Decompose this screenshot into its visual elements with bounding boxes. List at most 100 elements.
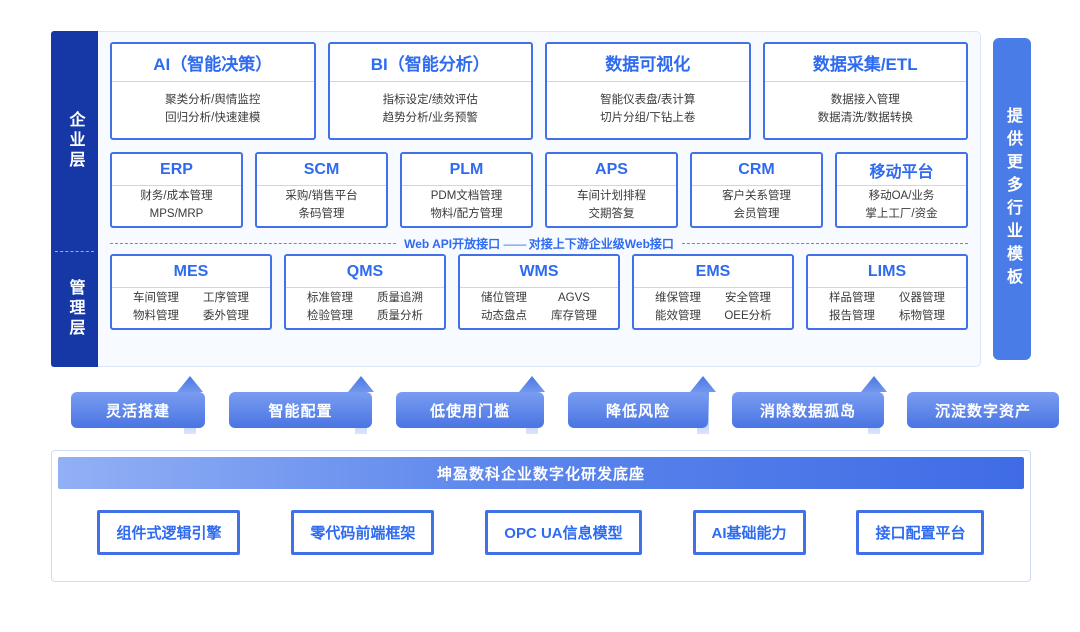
module-line: 切片分组/下钻上卷 [600,112,696,124]
module-card-data-collection-etl[interactable]: 数据采集/ETL 数据接入管理 数据清洗/数据转换 [762,42,968,140]
module-body: 采购/销售平台 条码管理 [257,186,386,226]
base-chip-api-config-platform[interactable]: 接口配置平台 [856,509,985,555]
module-card-qms[interactable]: QMS 标准管理 质量追溯 检验管理 质量分析 [284,254,446,330]
module-item: 能效管理 [655,310,701,322]
web-api-separator: —— [503,236,526,251]
base-chip-zero-code-frontend[interactable]: 零代码前端框架 [291,509,435,555]
module-line: 客户关系管理 [722,190,791,203]
module-card-erp[interactable]: ERP 财务/成本管理 MPS/MRP [110,152,243,228]
module-body: 移动OA/业务 掌上工厂/资金 [837,186,966,226]
benefit-pill-smart-config[interactable]: 智能配置 [229,392,372,428]
module-item: 标准管理 [307,292,353,305]
module-card-wms[interactable]: WMS 储位管理 AGVS 动态盘点 库存管理 [458,254,620,330]
module-body: 指标设定/绩效评估 趋势分析/业务预警 [330,82,532,138]
module-title: WMS [460,256,618,288]
web-api-right-text: 对接上下游企业级Web接口 [528,236,674,251]
module-line: 指标设定/绩效评估 [382,94,478,107]
benefit-pill-flexible-build[interactable]: 灵活搭建 [71,392,205,428]
base-platform-frame: 坤盈数科企业数字化研发底座 组件式逻辑引擎 零代码前端框架 OPC UA信息模型… [51,450,1031,582]
web-api-label: Web API开放接口 —— 对接上下游企业级Web接口 [396,235,682,252]
module-line: 交期答复 [588,208,635,220]
module-body: 智能仪表盘/表计算 切片分组/下钻上卷 [547,82,749,138]
module-line: 趋势分析/业务预警 [382,112,478,124]
module-item: OEE分析 [724,310,772,322]
module-card-plm[interactable]: PLM PDM文档管理 物料/配方管理 [400,152,533,228]
module-card-mes[interactable]: MES 车间管理 工序管理 物料管理 委外管理 [110,254,272,330]
base-chip-opc-ua-model[interactable]: OPC UA信息模型 [485,509,642,555]
module-card-crm[interactable]: CRM 客户关系管理 会员管理 [690,152,823,228]
module-body: 标准管理 质量追溯 检验管理 质量分析 [286,288,444,328]
module-title: APS [547,154,676,186]
module-line: 条码管理 [298,208,345,220]
module-card-mobile-platform[interactable]: 移动平台 移动OA/业务 掌上工厂/资金 [835,152,968,228]
module-line: 物料管理 委外管理 [116,309,266,325]
side-banner-more-templates: 提供更多行业模板 [993,38,1031,360]
module-line: 掌上工厂/资金 [865,208,938,220]
layer-rail: 企业层 管理层 [51,31,98,367]
module-item: 物料管理 [133,310,179,322]
module-body: 客户关系管理 会员管理 [692,186,821,226]
module-body: 车间管理 工序管理 物料管理 委外管理 [112,288,270,328]
module-title: MES [112,256,270,288]
module-line: 数据清洗/数据转换 [817,112,913,124]
web-api-left-text: Web API开放接口 [404,236,501,251]
base-chip-component-logic-engine[interactable]: 组件式逻辑引擎 [97,509,241,555]
layer-label-enterprise: 企业层 [66,111,84,171]
base-chip-ai-capability[interactable]: AI基础能力 [692,509,806,555]
module-body: 维保管理 安全管理 能效管理 OEE分析 [634,288,792,328]
module-title: QMS [286,256,444,288]
module-item: 动态盘点 [481,310,527,322]
module-title: SCM [257,154,386,186]
enterprise-row-analytics: AI（智能决策） 聚类分析/舆情监控 回归分析/快速建模 BI（智能分析） 指标… [110,42,968,140]
layers-panel: AI（智能决策） 聚类分析/舆情监控 回归分析/快速建模 BI（智能分析） 指标… [98,31,981,367]
module-card-scm[interactable]: SCM 采购/销售平台 条码管理 [255,152,388,228]
module-item: 报告管理 [829,310,875,322]
module-line: 财务/成本管理 [140,190,213,203]
module-line: 采购/销售平台 [285,190,358,203]
module-line: 检验管理 质量分析 [290,309,440,325]
module-title: AI（智能决策） [112,44,314,82]
module-line: 能效管理 OEE分析 [638,309,788,325]
module-title: BI（智能分析） [329,44,531,82]
module-body: 数据接入管理 数据清洗/数据转换 [765,82,967,138]
layer-label-management: 管理层 [66,279,84,339]
module-line: 动态盘点 库存管理 [464,309,614,325]
module-item: 仪器管理 [899,292,945,305]
base-platform-title: 坤盈数科企业数字化研发底座 [58,457,1024,489]
module-item: 维保管理 [655,292,701,305]
module-body: 聚类分析/舆情监控 回归分析/快速建模 [112,82,314,138]
benefit-pill-digital-assets[interactable]: 沉淀数字资产 [907,392,1059,428]
module-card-lims[interactable]: LIMS 样品管理 仪器管理 报告管理 标物管理 [806,254,968,330]
module-card-ems[interactable]: EMS 维保管理 安全管理 能效管理 OEE分析 [632,254,794,330]
module-item: 质量分析 [377,310,423,322]
layer-rail-divider [55,251,94,252]
module-line: 标准管理 质量追溯 [290,291,440,307]
module-item: 委外管理 [203,310,249,322]
module-card-data-visualization[interactable]: 数据可视化 智能仪表盘/表计算 切片分组/下钻上卷 [545,42,751,140]
module-title: LIMS [808,256,966,288]
module-card-bi[interactable]: BI（智能分析） 指标设定/绩效评估 趋势分析/业务预警 [327,42,533,140]
management-row-systems: MES 车间管理 工序管理 物料管理 委外管理 QMS [110,254,968,330]
module-item: 标物管理 [899,310,945,322]
module-item: 样品管理 [829,292,875,305]
enterprise-row-business-systems: ERP 财务/成本管理 MPS/MRP SCM 采购/销售平台 条码管理 PLM [110,152,968,228]
benefit-pill-low-usage-threshold[interactable]: 低使用门槛 [396,392,544,428]
base-platform-capabilities: 组件式逻辑引擎 零代码前端框架 OPC UA信息模型 AI基础能力 接口配置平台 [58,489,1024,575]
benefit-pill-remove-data-silos[interactable]: 消除数据孤岛 [732,392,884,428]
divider-dash-left [110,242,397,244]
module-body: 车间计划排程 交期答复 [547,186,676,226]
module-line: 智能仪表盘/表计算 [600,94,696,107]
module-card-ai[interactable]: AI（智能决策） 聚类分析/舆情监控 回归分析/快速建模 [110,42,316,140]
module-item: AGVS [558,292,590,305]
module-body: 储位管理 AGVS 动态盘点 库存管理 [460,288,618,328]
module-card-aps[interactable]: APS 车间计划排程 交期答复 [545,152,678,228]
module-line: PDM文档管理 [430,190,503,203]
module-item: 质量追溯 [377,292,423,305]
benefit-pill-lower-risk[interactable]: 降低风险 [568,392,708,428]
divider-dash-right [681,242,969,244]
module-title: 数据可视化 [547,44,749,82]
module-body: 财务/成本管理 MPS/MRP [112,186,241,226]
module-title: EMS [634,256,792,288]
benefits-row: 灵活搭建 智能配置 低使用门槛 降低风险 消除数据孤岛 沉淀数字资产 [51,372,1059,434]
